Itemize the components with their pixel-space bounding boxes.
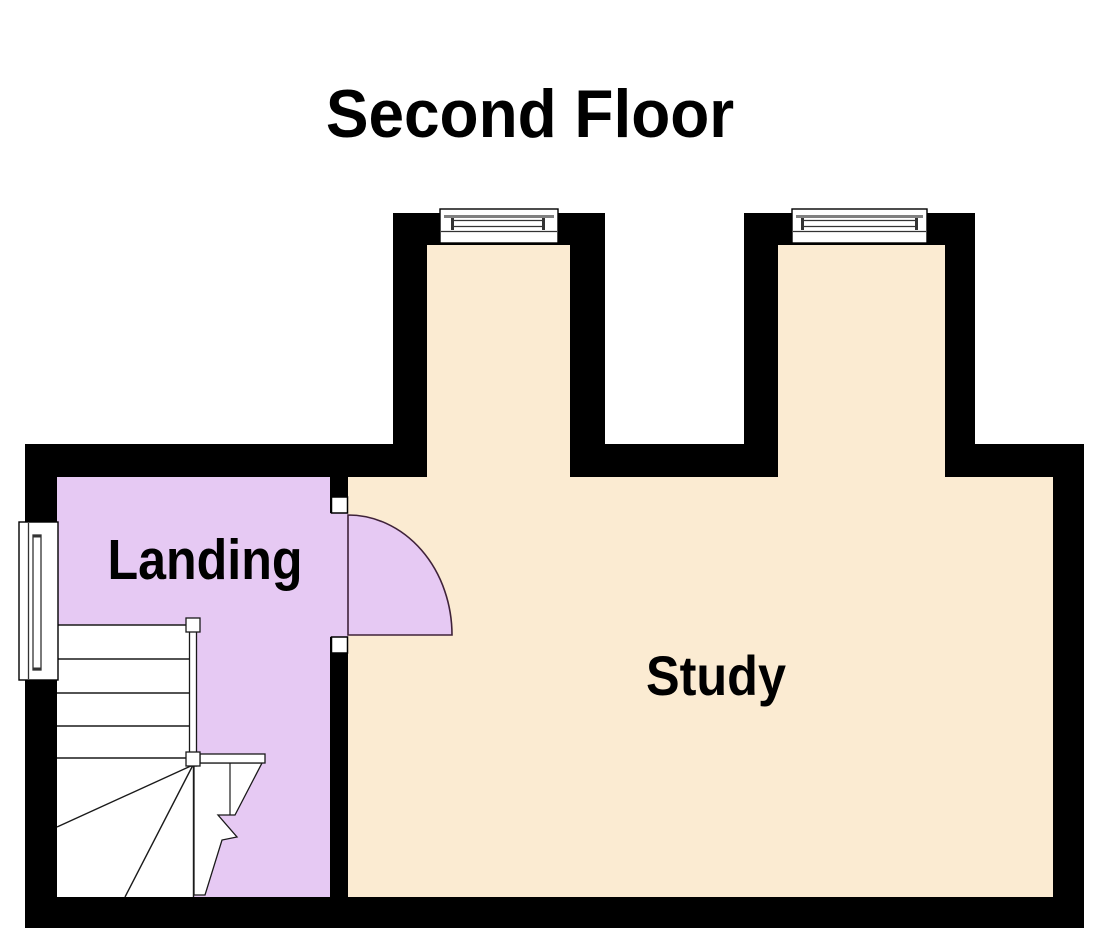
door-opening — [330, 513, 348, 637]
plan-title: Second Floor — [326, 75, 734, 151]
internal-wall — [330, 477, 348, 897]
stair-break-line — [193, 762, 264, 896]
door-swing-arc — [347, 514, 453, 636]
door — [330, 496, 453, 654]
newel-post-bottom — [185, 751, 201, 767]
room-label-study: Study — [646, 646, 786, 708]
right-bay-window — [791, 208, 928, 244]
landing-label-group: Landing — [108, 528, 303, 592]
stair-treads — [57, 624, 190, 759]
left-bay-window — [439, 208, 559, 244]
room-label-landing: Landing — [108, 528, 303, 592]
handrail-horizontal — [199, 753, 266, 764]
study-label-group: Study — [646, 646, 786, 708]
stair-flight-area — [57, 625, 194, 897]
door-jamb-bottom — [330, 636, 349, 654]
stair-handrail — [185, 617, 266, 767]
stair-winder-treads — [56, 764, 195, 898]
room-study-floor — [348, 245, 1053, 897]
left-wall-window — [18, 521, 59, 681]
newel-post-top — [185, 617, 201, 633]
page-title: Second Floor — [326, 75, 734, 151]
staircase — [56, 617, 266, 898]
handrail-vertical — [188, 624, 198, 767]
door-jamb-top — [330, 496, 349, 514]
